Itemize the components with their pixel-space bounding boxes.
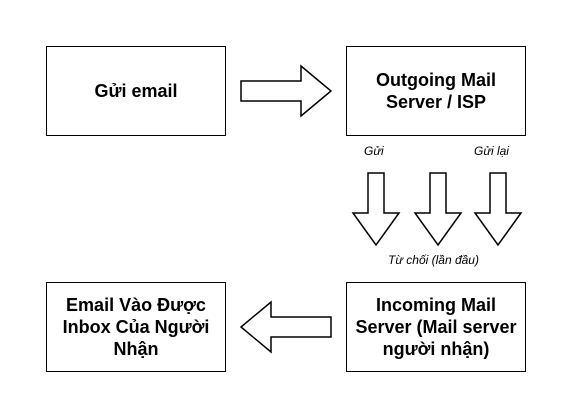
incoming-server-line-1: Incoming Mail bbox=[375, 295, 496, 315]
send-email-text: Gửi email bbox=[94, 81, 178, 101]
inbox-line-2: Inbox Của Người bbox=[62, 317, 210, 337]
send-edge-label: Gửi bbox=[364, 144, 384, 158]
arrow-left-incoming-to-inbox bbox=[239, 300, 332, 354]
arrow-down-resend bbox=[473, 172, 523, 247]
inbox-line-3: Nhận bbox=[113, 339, 159, 359]
resend-edge-label: Gửi lại bbox=[474, 144, 509, 158]
incoming-server-line-2: Server (Mail server bbox=[355, 317, 517, 337]
incoming-server-line-3: người nhận) bbox=[382, 339, 490, 359]
reject-first-time-edge-label: Từ chối (lần đầu) bbox=[388, 253, 479, 267]
arrow-right-send-to-outgoing bbox=[240, 64, 333, 118]
arrow-down-reject bbox=[413, 172, 463, 247]
outgoing-mail-server-box: Outgoing Mail Server / ISP bbox=[346, 46, 526, 136]
send-email-box: Gửi email bbox=[46, 46, 226, 136]
outgoing-server-line-2: Server / ISP bbox=[385, 92, 487, 112]
inbox-line-1: Email Vào Được bbox=[66, 295, 206, 315]
outgoing-server-line-1: Outgoing Mail bbox=[376, 70, 496, 90]
recipient-inbox-box: Email Vào Được Inbox Của Người Nhận bbox=[46, 282, 226, 372]
arrow-down-send bbox=[351, 172, 401, 247]
incoming-mail-server-box: Incoming Mail Server (Mail server người … bbox=[346, 282, 526, 372]
